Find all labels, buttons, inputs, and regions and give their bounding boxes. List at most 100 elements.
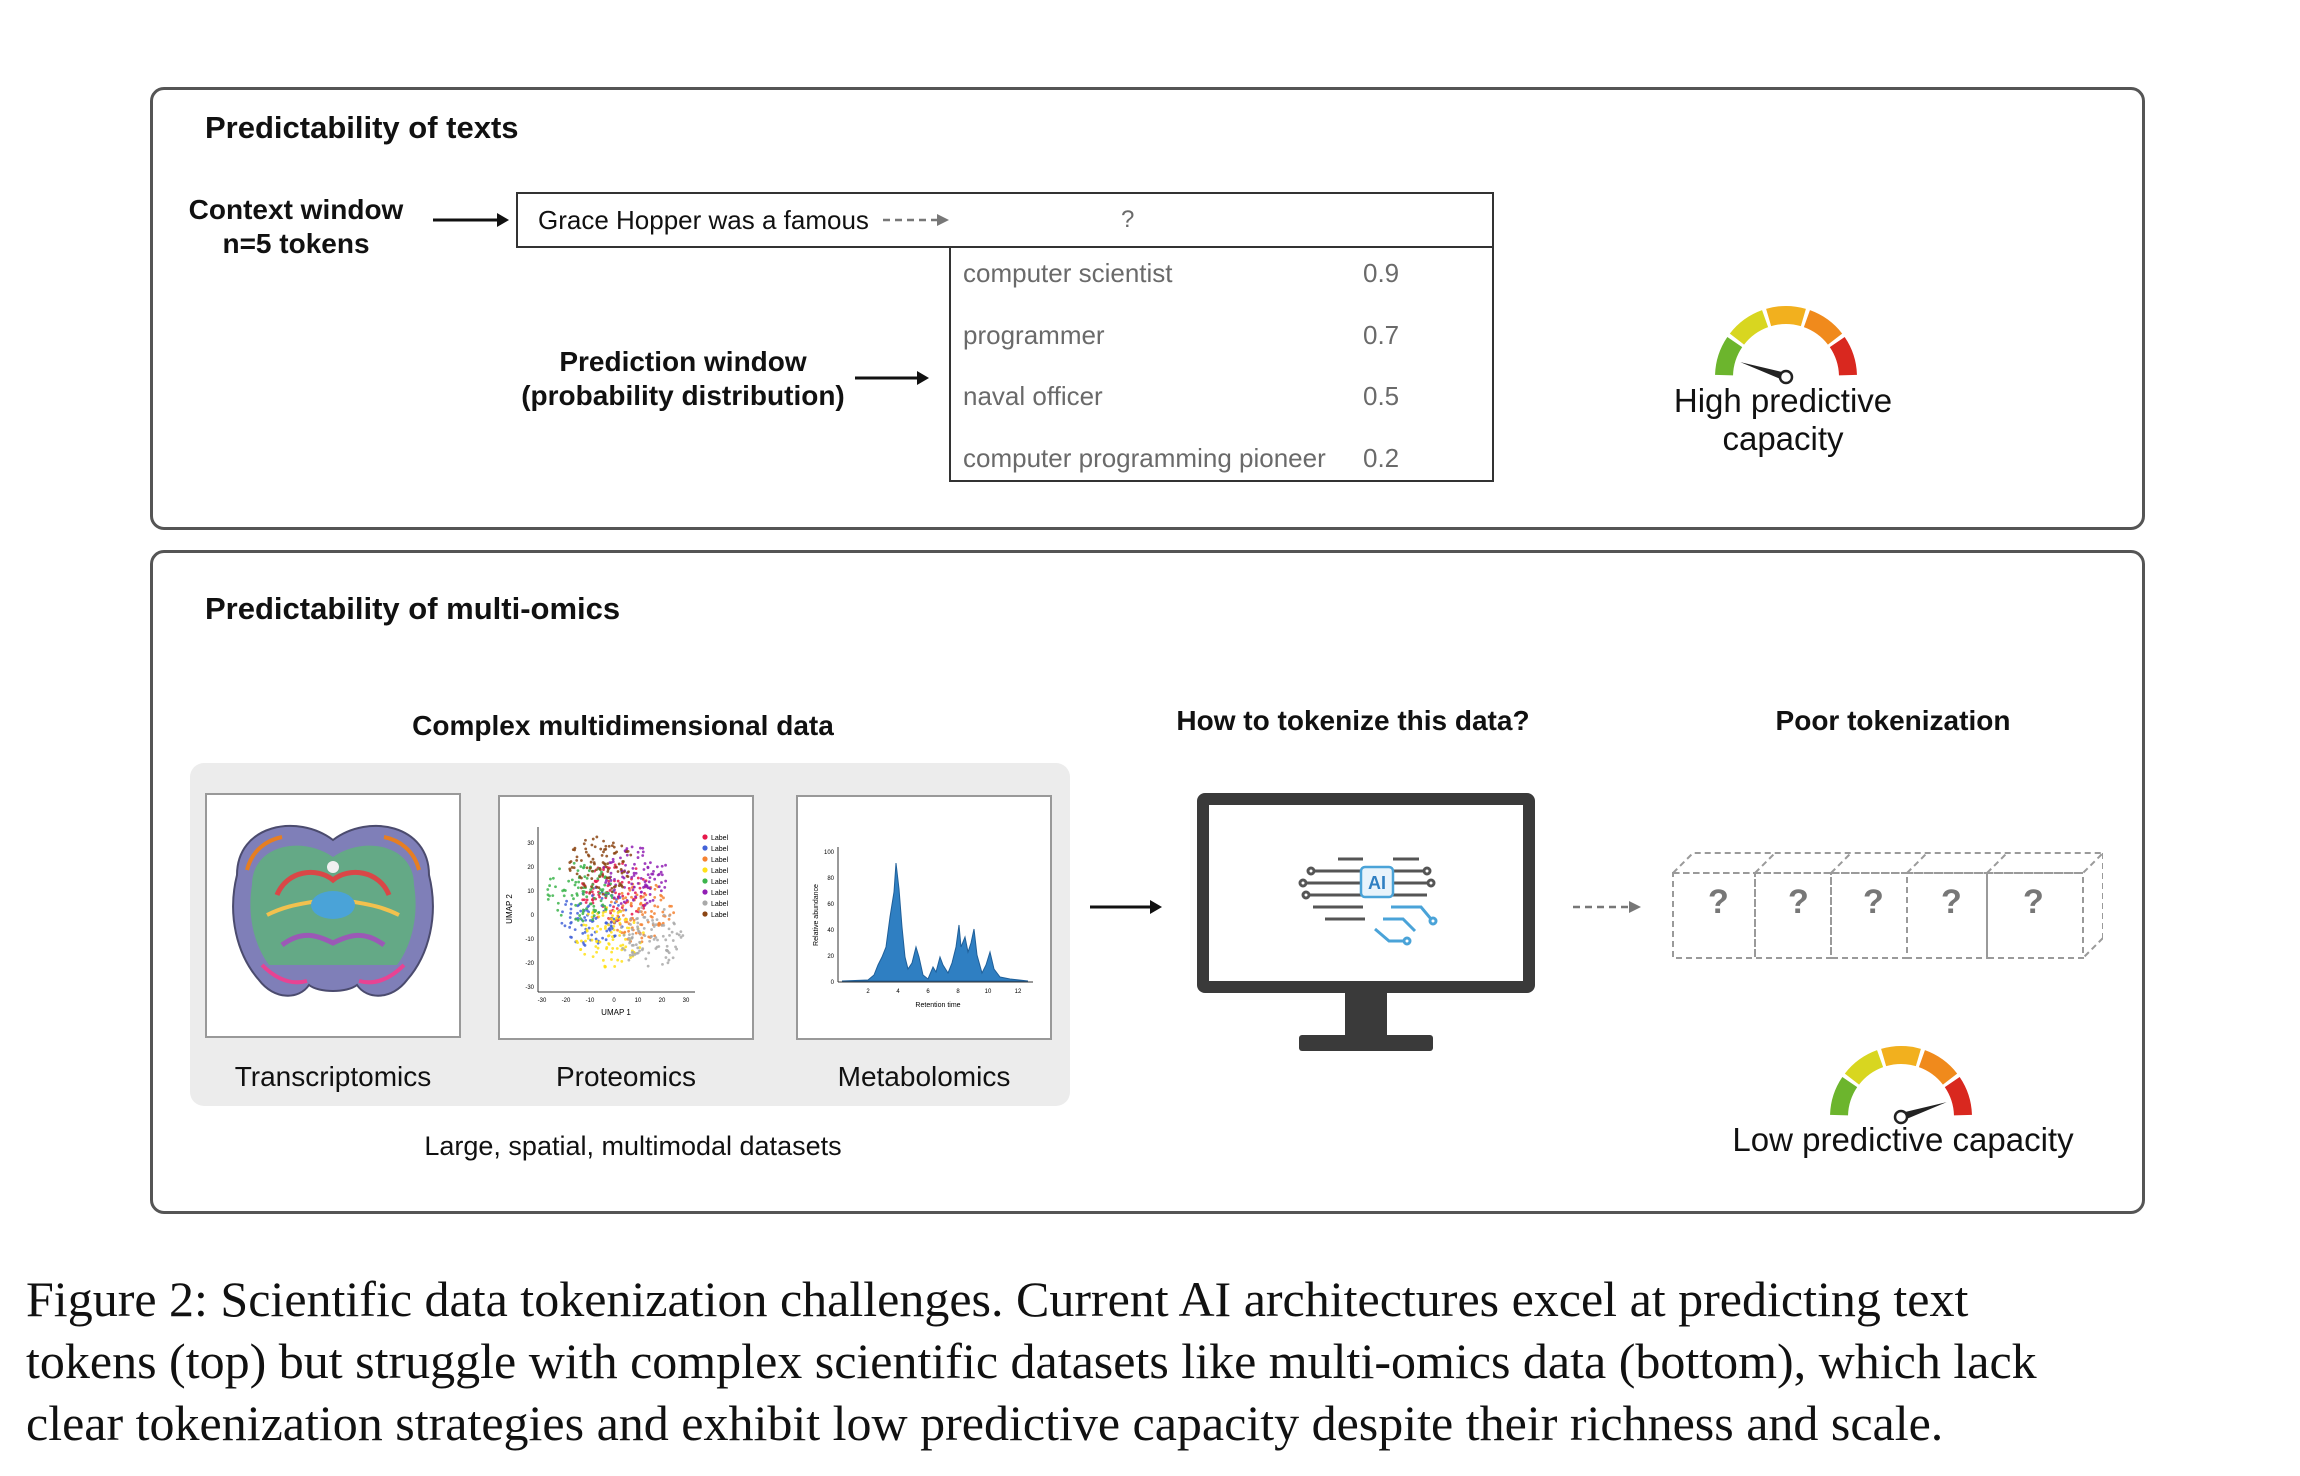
scatter-point	[632, 918, 636, 922]
scatter-point	[639, 846, 642, 850]
scatter-point	[596, 946, 600, 950]
scatter-point	[626, 875, 630, 879]
scatter-point	[604, 865, 608, 869]
multiomics-panel: Predictability of multi-omics Complex mu…	[150, 550, 2145, 1214]
scatter-point	[636, 856, 640, 859]
scatter-point	[649, 914, 653, 918]
scatter-point	[586, 936, 590, 940]
scatter-point	[568, 869, 572, 872]
scatter-point	[577, 880, 581, 884]
scatter-point	[660, 873, 664, 877]
scatter-point	[549, 877, 552, 881]
scatter-point	[582, 842, 586, 846]
scatter-point	[570, 893, 574, 897]
scatter-point	[665, 949, 669, 952]
scatter-point	[631, 866, 635, 870]
scatter-point	[618, 930, 622, 934]
gauge-segment	[1830, 1077, 1858, 1116]
scatter-point	[624, 945, 628, 949]
scatter-point	[590, 843, 594, 847]
scatter-point	[569, 902, 573, 906]
scatter-point	[617, 862, 621, 866]
scatter-point	[636, 881, 640, 885]
y-tick-label: 80	[827, 876, 834, 882]
y-tick-label: 0	[831, 980, 835, 986]
y-tick-label: -20	[525, 961, 534, 967]
scatter-point	[668, 914, 671, 918]
scatter-point	[667, 951, 671, 955]
legend-label: Label	[711, 890, 729, 897]
scatter-point	[582, 865, 586, 869]
scatter-point	[610, 896, 614, 900]
prediction-window-label: Prediction window (probability distribut…	[521, 346, 845, 411]
scatter-point	[587, 926, 591, 930]
context-window-box	[516, 192, 1494, 248]
scatter-point	[563, 889, 567, 892]
scatter-point	[636, 946, 640, 950]
context-window-label: Context window n=5 tokens	[188, 194, 404, 259]
scatter-point	[613, 965, 617, 968]
scatter-point	[601, 914, 605, 917]
scatter-point	[660, 881, 663, 884]
scatter-point	[605, 878, 608, 882]
chrom-x-label: Retention time	[915, 1002, 960, 1009]
ai-badge: AI	[1368, 873, 1386, 893]
scatter-point	[601, 888, 605, 891]
scatter-point	[569, 860, 573, 863]
scatter-point	[641, 854, 645, 857]
scatter-point	[634, 931, 638, 935]
scatter-point	[556, 901, 560, 905]
y-tick-label: 0	[531, 913, 535, 919]
scatter-point	[664, 863, 667, 867]
scatter-point	[569, 921, 573, 924]
scatter-point	[611, 841, 615, 845]
x-tick-label: 10	[985, 989, 992, 995]
scatter-point	[578, 914, 582, 917]
gauge-needle	[1740, 362, 1788, 381]
legend-swatch	[702, 878, 708, 884]
scatter-point	[650, 928, 653, 931]
scatter-point	[584, 847, 588, 851]
scatter-point	[630, 875, 634, 879]
scatter-point	[650, 934, 653, 938]
scatter-point	[612, 885, 616, 889]
ai-chip-icon	[1359, 865, 1395, 899]
scatter-point	[651, 918, 654, 922]
scatter-point	[652, 925, 656, 928]
scatter-point	[648, 939, 652, 943]
y-tick-label: 60	[827, 902, 834, 908]
scatter-point	[642, 868, 646, 871]
scatter-point	[595, 868, 598, 872]
monitor-icon: AI	[1197, 793, 1535, 1051]
scatter-point	[618, 921, 622, 925]
scatter-point	[646, 865, 650, 869]
transcriptomics-label: Transcriptomics	[234, 1061, 432, 1092]
scatter-point	[589, 888, 593, 892]
scatter-point	[638, 932, 642, 936]
scatter-point	[627, 929, 630, 933]
scatter-point	[583, 944, 587, 947]
unknown-token-3: ?	[1863, 883, 1884, 921]
scatter-point	[589, 902, 592, 906]
scatter-point	[630, 886, 634, 889]
scatter-point	[646, 873, 650, 877]
poor-tokenization-heading: Poor tokenization	[1775, 705, 2011, 736]
token-cubes	[1670, 852, 2103, 959]
scatter-point	[638, 886, 642, 890]
scatter-point	[621, 885, 624, 889]
scatter-point	[612, 905, 615, 909]
legend-label: Label	[711, 857, 729, 864]
scatter-point	[593, 896, 596, 900]
scatter-point	[601, 936, 605, 940]
scatter-point	[610, 886, 614, 890]
scatter-point	[583, 875, 587, 879]
scatter-point	[588, 919, 592, 922]
scatter-point	[610, 890, 614, 894]
legend-swatch	[702, 911, 708, 917]
texts-panel: Predictability of texts Context window n…	[150, 87, 2145, 530]
scatter-point	[609, 909, 612, 913]
scatter-point	[607, 917, 611, 921]
scatter-point	[582, 882, 586, 886]
scatter-point	[590, 877, 594, 880]
tokenize-heading: How to tokenize this data?	[1176, 705, 1530, 736]
